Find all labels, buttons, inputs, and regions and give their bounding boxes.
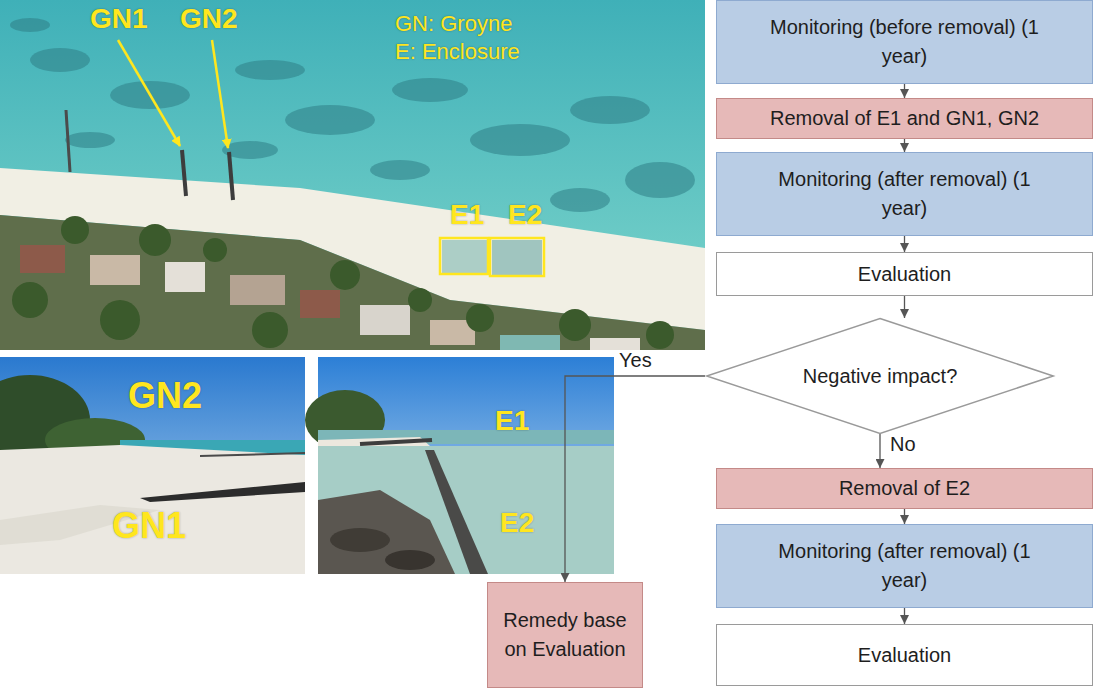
evaluation-box: Evaluation bbox=[716, 252, 1093, 296]
evaluation-box: Evaluation bbox=[716, 624, 1093, 686]
action-box: Removal of E1 and GN1, GN2 bbox=[716, 98, 1093, 139]
flow-arrow bbox=[904, 608, 905, 624]
groyne-photo bbox=[0, 357, 305, 574]
callout-label: GN1 bbox=[90, 4, 148, 35]
flow-arrow bbox=[904, 139, 905, 152]
callout-label: E2 bbox=[500, 508, 534, 539]
edge-label: No bbox=[890, 432, 916, 456]
enclosure-walls bbox=[442, 240, 542, 276]
leader-arrow bbox=[118, 40, 228, 148]
callout-label: GN2 bbox=[128, 376, 202, 416]
flow-arrow bbox=[565, 376, 705, 582]
key-text: GN: Groyne bbox=[395, 12, 512, 36]
land bbox=[0, 215, 705, 350]
trees bbox=[12, 216, 674, 349]
callout-label: E1 bbox=[450, 200, 484, 231]
callout-label: E1 bbox=[495, 406, 529, 437]
node-text: Remedy base on Evaluation bbox=[495, 606, 635, 664]
process-box: Monitoring (after removal) (1 year) bbox=[716, 152, 1093, 236]
pier bbox=[66, 110, 70, 172]
edge-label: Yes bbox=[619, 348, 652, 372]
node-text: Monitoring (before removal) (1 year) bbox=[755, 13, 1055, 71]
aerial-photo bbox=[0, 0, 705, 350]
groyne bbox=[229, 152, 233, 200]
process-box: Monitoring (after removal) (1 year) bbox=[716, 524, 1093, 608]
key-text: E: Enclosure bbox=[395, 40, 520, 64]
flow-arrow bbox=[904, 509, 905, 524]
houses bbox=[20, 245, 640, 350]
node-text: Removal of E1 and GN1, GN2 bbox=[770, 104, 1039, 133]
remedy-box: Remedy base on Evaluation bbox=[487, 582, 643, 688]
callout-label: GN2 bbox=[180, 4, 238, 35]
flow-arrow bbox=[904, 236, 905, 252]
flow-arrow bbox=[904, 296, 905, 318]
callout-label: E2 bbox=[508, 200, 542, 231]
groyne bbox=[182, 150, 186, 196]
node-text: Monitoring (after removal) (1 year) bbox=[755, 537, 1055, 595]
flow-arrow bbox=[879, 434, 880, 468]
flow-arrow bbox=[904, 84, 905, 98]
node-text: Removal of E2 bbox=[839, 474, 970, 503]
enclosure-photo bbox=[305, 357, 614, 574]
decision-diamond: Negative impact? bbox=[705, 318, 1055, 434]
node-text: Negative impact? bbox=[803, 362, 958, 391]
node-text: Evaluation bbox=[858, 260, 951, 289]
node-text: Evaluation bbox=[858, 641, 951, 670]
action-box: Removal of E2 bbox=[716, 468, 1093, 509]
callout-label: GN1 bbox=[112, 506, 186, 546]
enclosure-outline bbox=[440, 238, 544, 276]
node-text: Monitoring (after removal) (1 year) bbox=[755, 165, 1055, 223]
process-box: Monitoring (before removal) (1 year) bbox=[716, 0, 1093, 84]
